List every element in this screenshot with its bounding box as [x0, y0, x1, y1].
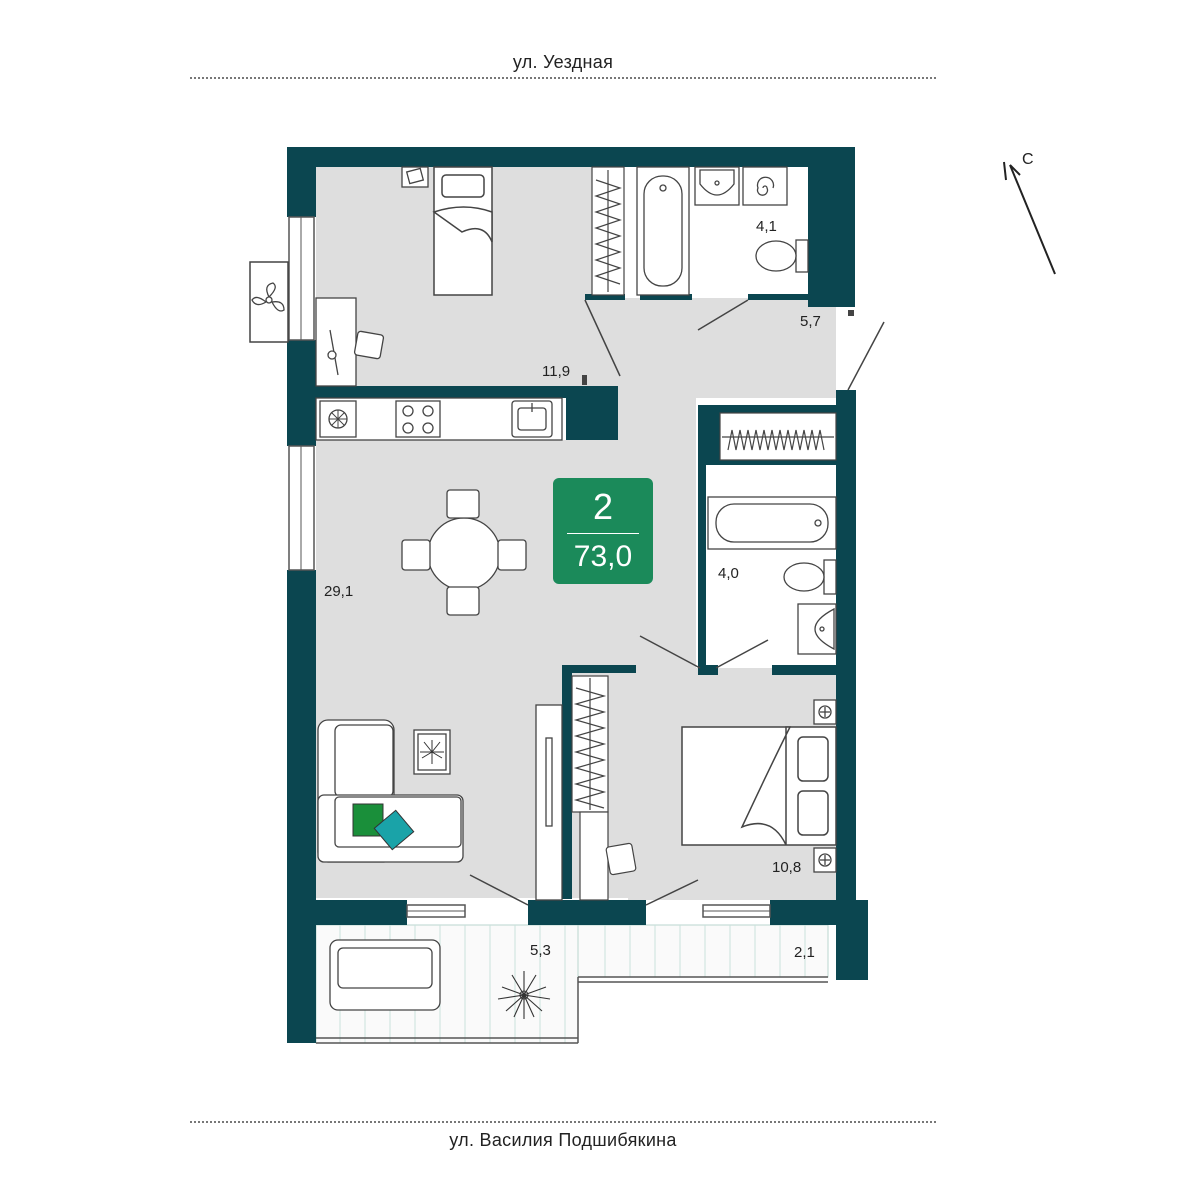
compass-label: С [1022, 151, 1034, 168]
pillow-teal [373, 809, 415, 851]
street-label-bottom: ул. Василия Подшибякина [449, 1130, 677, 1150]
area-master-bedroom: 10,8 [772, 859, 801, 876]
area-hall: 5,7 [800, 313, 821, 330]
door-swings [469, 299, 885, 906]
wardrobe-top [591, 166, 625, 296]
street-divider-top [190, 77, 936, 79]
balcony-floor [315, 924, 829, 1044]
window-mullions [300, 217, 770, 912]
balcony-plant-icon [497, 971, 551, 1019]
street-divider-bottom [190, 1121, 936, 1123]
nightstand [401, 166, 429, 188]
apartment-summary-badge: 2 73,0 [553, 478, 653, 584]
balcony-railing [316, 976, 828, 1044]
bathtub-top [636, 166, 690, 296]
total-area: 73,0 [573, 540, 633, 573]
wardrobe-lower [571, 675, 637, 901]
toilet-right-bath [783, 559, 837, 595]
single-bed [432, 166, 493, 296]
area-bathroom-top: 4,1 [756, 218, 777, 235]
room-count: 2 [592, 486, 614, 527]
area-bedroom: 11,9 [542, 363, 570, 380]
bedside-table-top [813, 699, 837, 725]
fridge-icon [319, 400, 357, 438]
desk [315, 297, 385, 387]
door-hinges [582, 310, 854, 385]
bathtub-right [707, 496, 837, 550]
north-arrow-icon [1003, 161, 1056, 275]
area-bathroom-right: 4,0 [718, 565, 739, 582]
badge-divider [567, 533, 639, 534]
stove-icon [395, 400, 441, 438]
kitchen-counter [315, 397, 563, 441]
washing-machine [742, 166, 788, 206]
plant-icon [420, 740, 444, 764]
area-balcony-right: 2,1 [794, 944, 815, 961]
toilet-top-bath [755, 239, 809, 273]
dining-set [401, 489, 527, 616]
balcony-bench [329, 939, 441, 1011]
hall-wardrobe [719, 412, 837, 461]
sink-top-bath [694, 166, 740, 206]
bedside-table-bottom [813, 847, 837, 873]
walls [287, 147, 868, 1043]
street-label-top: ул. Уездная [512, 52, 614, 72]
area-balcony-left: 5,3 [530, 942, 551, 959]
double-bed [681, 726, 837, 846]
area-living-kitchen: 29,1 [324, 583, 353, 600]
fan-icon [251, 282, 285, 312]
kitchen-sink-icon [511, 400, 553, 438]
tv-stand [535, 704, 563, 901]
sink-right-bath [797, 603, 837, 655]
ac-unit [249, 261, 289, 343]
